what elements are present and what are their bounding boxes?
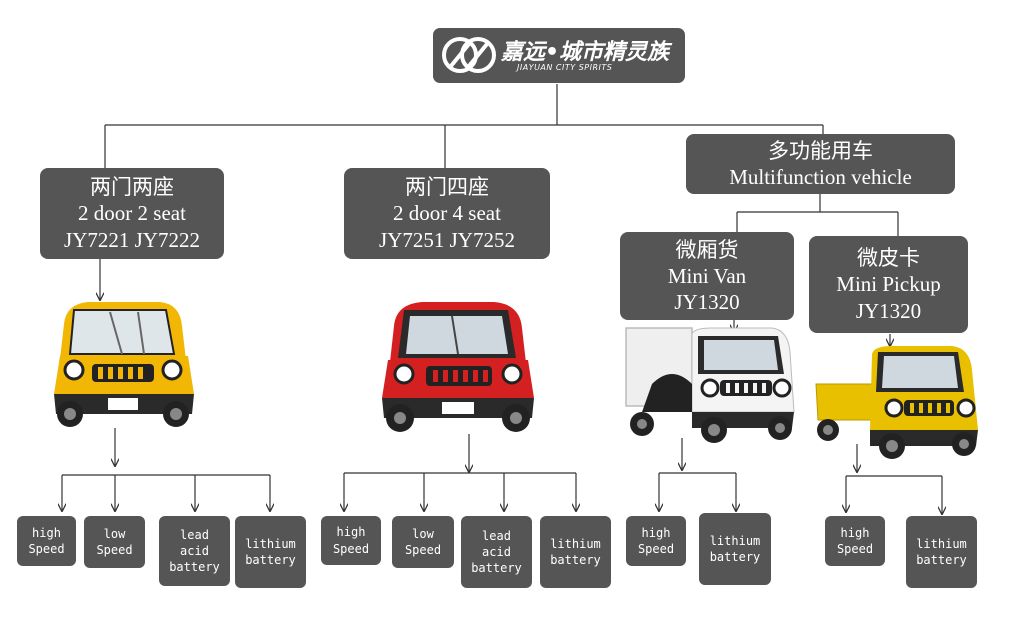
subcategory-mini-van: 微厢货 Mini Van JY1320 [620, 232, 794, 320]
category-en: 2 door 4 seat [393, 201, 501, 226]
category-en: Multifunction vehicle [729, 165, 912, 189]
car-yellow-2seat-image [54, 302, 194, 427]
van-white-image [625, 327, 795, 443]
logo-mark-icon [442, 37, 496, 73]
subcategory-en: Mini Pickup [836, 272, 941, 297]
pickup-yellow-image [815, 346, 978, 459]
category-cn: 多功能用车 [768, 138, 873, 163]
subcategory-en: Mini Van [667, 263, 747, 288]
subcategory-models: JY1320 [855, 298, 922, 323]
category-models: JY7221 JY7222 [64, 227, 200, 252]
subcategory-models: JY1320 [674, 290, 740, 315]
brand-name-cn: 嘉远•城市精灵族 [501, 40, 670, 65]
category-2door-4seat: 两门四座 2 door 4 seat JY7251 JY7252 [344, 168, 550, 259]
subcategory-cn: 微厢货 [675, 237, 739, 262]
car-red-4seat-image [382, 302, 534, 432]
category-cn: 两门四座 [405, 175, 489, 200]
brand-logo: 嘉远•城市精灵族 JIAYUAN CITY SPIRITS [433, 28, 685, 83]
category-en: 2 door 2 seat [78, 201, 186, 226]
category-models: JY7251 JY7252 [379, 227, 515, 252]
subcategory-cn: 微皮卡 [857, 246, 920, 271]
subcategory-mini-pickup: 微皮卡 Mini Pickup JY1320 [809, 236, 968, 333]
category-multifunction: 多功能用车 Multifunction vehicle [686, 134, 955, 194]
brand-name-en: JIAYUAN CITY SPIRITS [517, 63, 613, 72]
category-cn: 两门两座 [90, 175, 174, 200]
category-2door-2seat: 两门两座 2 door 2 seat JY7221 JY7222 [40, 168, 224, 259]
